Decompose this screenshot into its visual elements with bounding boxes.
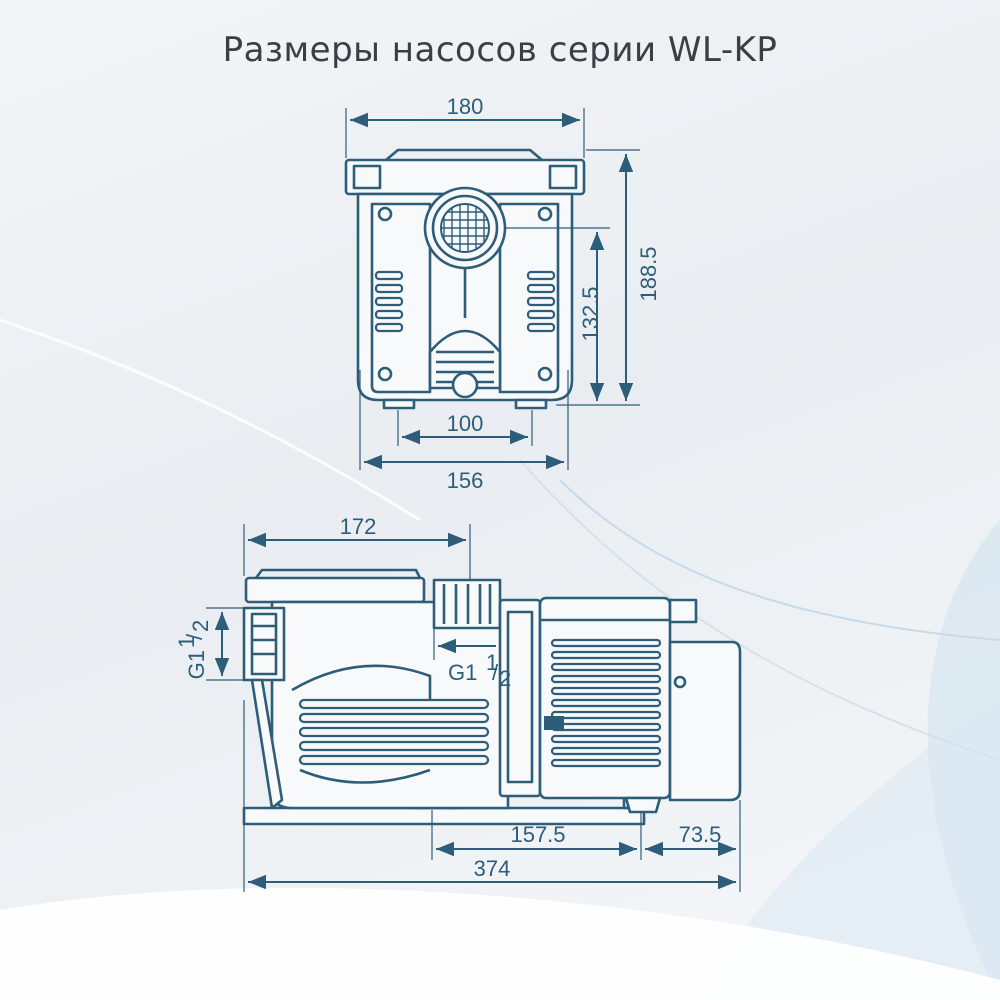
inlet-thread-den: 2 — [188, 620, 213, 632]
dim-outlet-thread: G1 1 / 2 — [448, 650, 511, 691]
front-view-drawing — [344, 148, 586, 410]
dim-foot-to-end: 73.5 — [679, 822, 722, 847]
outlet-thread-label: G1 — [448, 660, 477, 685]
dim-base-inner: 100 — [447, 411, 484, 436]
side-view-drawing — [242, 568, 742, 826]
dim-height-axis: 132.5 — [578, 286, 603, 341]
dim-base-outer: 156 — [447, 468, 484, 493]
outlet-thread-num: 1 — [486, 650, 498, 675]
dim-side-top: 172 — [340, 514, 377, 539]
dim-total-length: 374 — [474, 856, 511, 881]
dim-top-width: 180 — [447, 94, 484, 119]
side-view-dimensions — [206, 524, 741, 892]
outlet-thread-den: 2 — [499, 666, 511, 691]
dim-foot-span: 157.5 — [510, 822, 565, 847]
inlet-thread-slash: / — [182, 633, 207, 640]
dim-inlet-thread: G1 1 / 2 — [174, 620, 213, 680]
front-view-dimensions — [345, 108, 640, 470]
inlet-thread-label: G1 — [184, 650, 209, 679]
background-waves — [0, 318, 1000, 1000]
outlet-thread-slash: / — [492, 660, 499, 685]
inlet-thread-num: 1 — [174, 636, 199, 648]
page-title: Размеры насосов серии WL-KP — [222, 30, 778, 70]
dim-height-total: 188.5 — [636, 246, 661, 301]
